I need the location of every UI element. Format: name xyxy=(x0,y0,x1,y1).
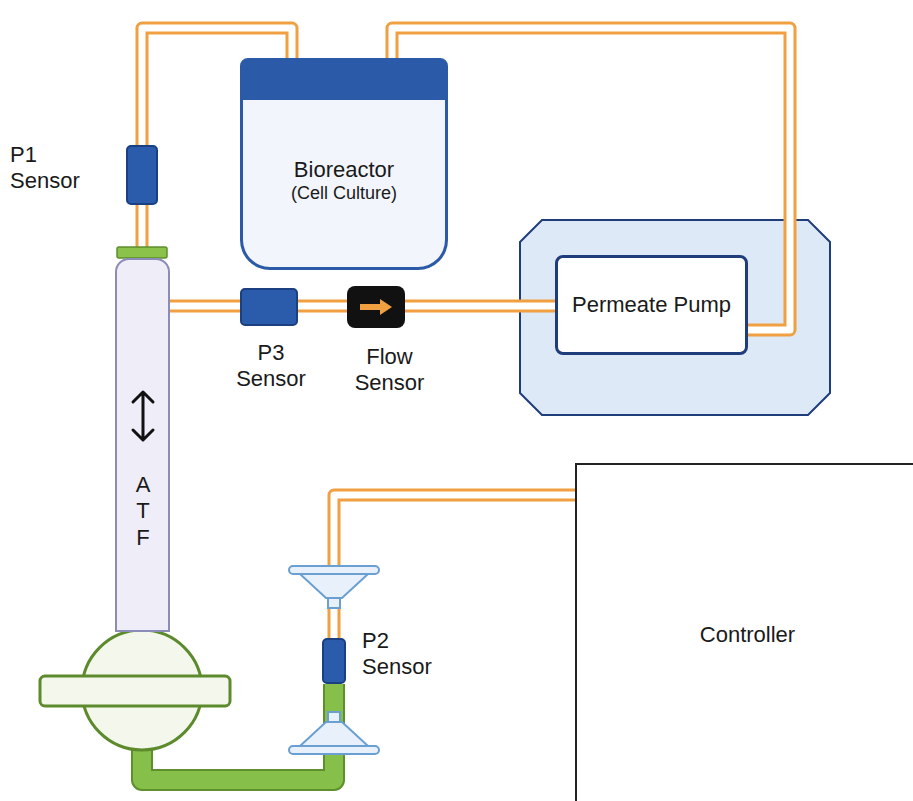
node-label: (Cell Culture) xyxy=(291,183,397,205)
node-label: Permeate Pump xyxy=(572,292,731,318)
node-label: Controller xyxy=(700,622,795,648)
node-label: P1 Sensor xyxy=(10,142,90,195)
orange-tube xyxy=(298,306,347,307)
pressure-sensor: P3 Sensor xyxy=(240,288,298,326)
filter-top xyxy=(289,566,379,608)
orange-tube xyxy=(170,306,240,307)
filter-bottom xyxy=(289,712,379,754)
pressure-sensor: P1 Sensor xyxy=(126,145,158,205)
orange-tube xyxy=(405,306,555,307)
node-label: Bioreactor xyxy=(294,157,394,183)
node-label: A T F xyxy=(133,472,153,551)
controller-box: Controller xyxy=(575,463,913,801)
pump-box: Permeate Pump xyxy=(555,255,748,355)
atf-cap xyxy=(117,247,167,258)
atf-pump-band xyxy=(40,676,230,706)
pressure-sensor: P2 Sensor xyxy=(322,638,346,684)
reciprocating-arrow xyxy=(128,388,158,444)
flow-sensor: Flow Sensor xyxy=(347,286,405,328)
node-label: Flow Sensor xyxy=(342,344,437,397)
node-label: P3 Sensor xyxy=(226,340,316,393)
flow-direction-arrow xyxy=(356,297,396,317)
node-label: P2 Sensor xyxy=(362,628,452,681)
atf-column: A T F xyxy=(115,258,170,632)
bioreactor-vessel: Bioreactor(Cell Culture) xyxy=(240,58,448,270)
